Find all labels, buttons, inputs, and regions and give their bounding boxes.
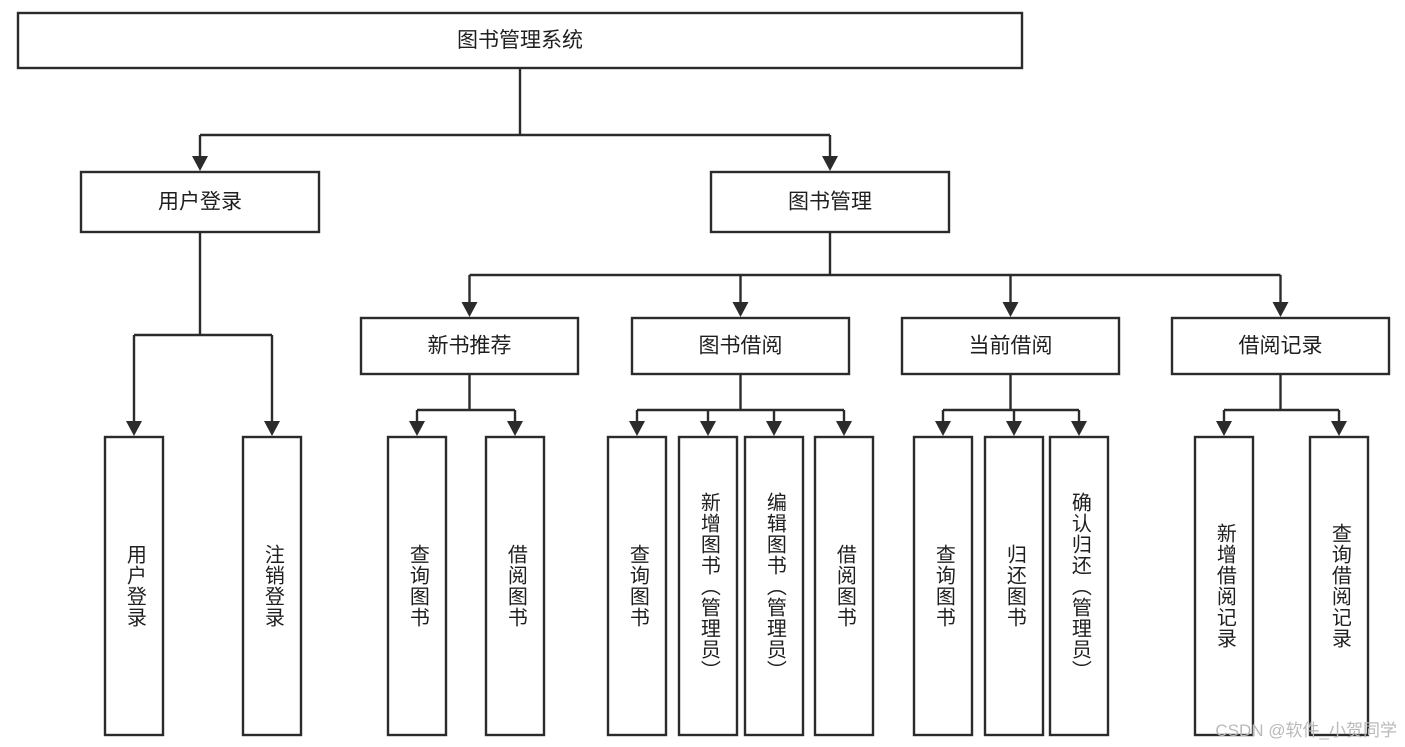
arrow-head-icon [1331, 421, 1347, 436]
arrow-head-icon [766, 421, 782, 436]
node-box-book-manage[interactable] [709, 170, 951, 234]
node-box-leaf-cur-confirm-return[interactable] [1048, 435, 1110, 737]
node-box-user-login[interactable] [79, 170, 321, 234]
node-box-book-borrow[interactable] [630, 316, 851, 376]
node-box-current-borrow[interactable] [900, 316, 1121, 376]
node-box-leaf-borrow-query-book[interactable] [606, 435, 668, 737]
arrow-head-icon [1216, 421, 1232, 436]
node-box-leaf-borrow-edit-book[interactable] [743, 435, 805, 737]
arrow-head-icon [461, 302, 478, 317]
watermark-text: CSDN @软件_小贺同学 [1215, 721, 1397, 740]
arrow-head-icon [192, 156, 208, 171]
arrow-head-icon [1071, 421, 1087, 436]
node-box-leaf-borrow-add-book[interactable] [677, 435, 739, 737]
node-box-root[interactable] [16, 11, 1024, 70]
arrow-head-icon [732, 302, 749, 317]
arrow-head-icon [1006, 421, 1022, 436]
node-box-borrow-record[interactable] [1170, 316, 1391, 376]
node-label-book-manage: 图书管理 [788, 191, 872, 214]
arrow-head-icon [836, 421, 852, 436]
node-box-leaf-user-logout[interactable] [241, 435, 303, 737]
node-box-leaf-rec-add-record[interactable] [1193, 435, 1255, 737]
arrow-head-icon [409, 421, 425, 436]
node-label-book-borrow: 图书借阅 [699, 335, 783, 358]
node-box-leaf-rec-query-record[interactable] [1308, 435, 1370, 737]
arrow-head-icon [507, 421, 523, 436]
node-label-user-login: 用户登录 [158, 191, 242, 214]
node-box-new-book-rec[interactable] [359, 316, 580, 376]
arrow-head-icon [629, 421, 645, 436]
arrow-head-icon [822, 156, 838, 171]
node-box-leaf-borrow-lend-book[interactable] [813, 435, 875, 737]
node-box-leaf-cur-query-book[interactable] [912, 435, 974, 737]
node-label-current-borrow: 当前借阅 [969, 335, 1053, 358]
arrow-head-icon [264, 421, 280, 436]
boxes-layer [16, 11, 1391, 737]
arrow-head-icon [1272, 302, 1289, 317]
node-box-leaf-rec-query-book[interactable] [386, 435, 448, 737]
arrow-head-icon [935, 421, 951, 436]
node-label-borrow-record: 借阅记录 [1239, 335, 1323, 358]
node-label-root: 图书管理系统 [457, 29, 583, 52]
node-box-leaf-rec-borrow-book[interactable] [484, 435, 546, 737]
arrow-head-icon [700, 421, 716, 436]
arrow-head-icon [126, 421, 142, 436]
node-box-leaf-user-login[interactable] [103, 435, 165, 737]
node-label-new-book-rec: 新书推荐 [428, 335, 512, 358]
arrow-head-icon [1002, 302, 1019, 317]
node-box-leaf-cur-return-book[interactable] [983, 435, 1045, 737]
connectors-layer [126, 68, 1347, 436]
